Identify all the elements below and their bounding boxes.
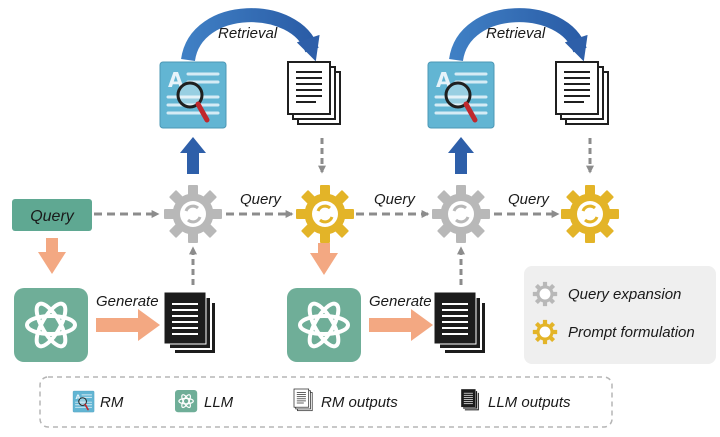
llm-icon-1 [12, 286, 90, 364]
prompt-formulation-gear-1 [296, 185, 354, 243]
generate-label-2: Generate [369, 293, 432, 310]
legend-llm-icon [174, 389, 198, 413]
peach-down-arrow-2 [310, 243, 338, 275]
llm-outputs-icon-2 [433, 291, 487, 355]
query-box [12, 199, 92, 231]
rm-icon-2 [428, 62, 494, 128]
query-expansion-gear-2 [432, 185, 490, 243]
bottom-legend-box [39, 376, 613, 428]
legend-query-expansion: Query expansion [568, 286, 681, 303]
blue-up-arrow-1 [180, 137, 206, 174]
legend-llm-outputs-label: LLM outputs [488, 394, 571, 411]
query-expansion-gear-1 [164, 185, 222, 243]
retrieval-label-1: Retrieval [218, 25, 278, 42]
gold-gear-legend-icon [532, 319, 558, 345]
legend-rm-icon [72, 390, 95, 413]
rm-icon-1 [160, 62, 226, 128]
llm-outputs-icon-1 [163, 291, 217, 355]
rm-outputs-icon-1 [287, 61, 341, 125]
generate-arrow-1 [96, 309, 160, 341]
retrieval-arc-1 [181, 8, 320, 62]
retrieval-arc-2 [449, 8, 588, 62]
gray-gear-legend-icon [532, 281, 558, 307]
generate-label-1: Generate [96, 293, 159, 310]
blue-up-arrow-2 [448, 137, 474, 174]
llm-icon-2 [285, 286, 363, 364]
legend-rm-outputs-label: RM outputs [321, 394, 398, 411]
legend-llm-outputs-icon [460, 388, 480, 412]
peach-down-arrow-1 [38, 238, 66, 274]
legend-prompt-formulation: Prompt formulation [568, 324, 695, 341]
legend-rm-label: RM [100, 394, 124, 411]
rm-outputs-icon-2 [555, 61, 609, 125]
query-edge-label-2: Query [374, 191, 416, 208]
legend-rm-outputs-icon [293, 388, 313, 412]
query-edge-label-1: Query [240, 191, 282, 208]
generate-arrow-2 [369, 309, 433, 341]
query-edge-label-3: Query [508, 191, 550, 208]
legend-llm-label: LLM [204, 394, 234, 411]
query-box-label: Query [30, 208, 75, 225]
retrieval-label-2: Retrieval [486, 25, 546, 42]
prompt-formulation-gear-2 [561, 185, 619, 243]
gear-legend-box [524, 266, 716, 364]
